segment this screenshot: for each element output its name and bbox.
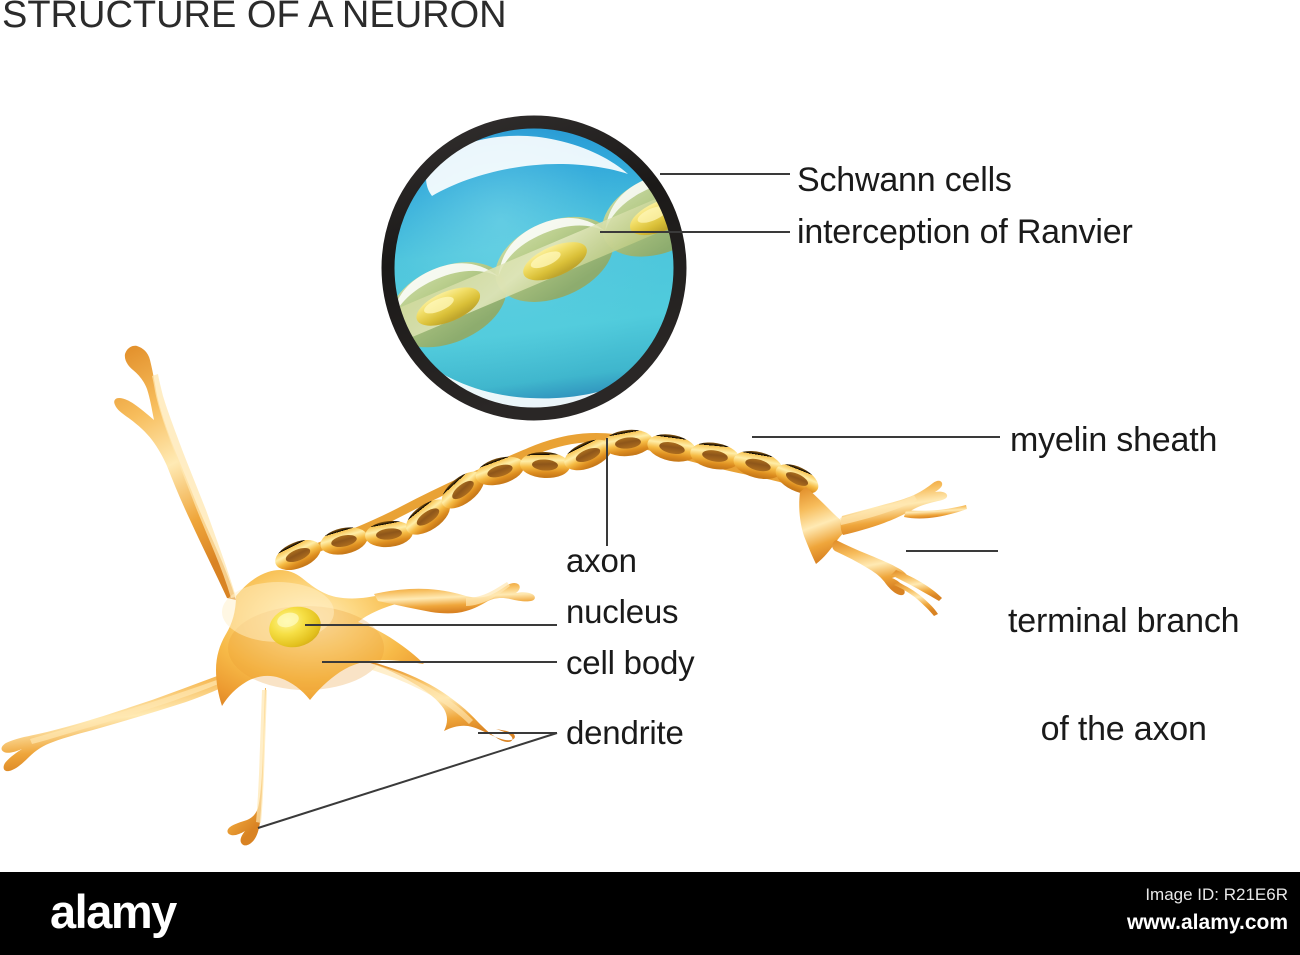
schwann-core-3-hl [637, 206, 668, 223]
schwann-core-2-hl [530, 251, 561, 269]
label-interception-of-ranvier: interception of Ranvier [797, 213, 1133, 251]
label-terminal-branch-line2: of the axon [1040, 710, 1207, 749]
magnifier-highlight-top [426, 135, 628, 196]
dendrite-group-right [367, 582, 535, 742]
label-nucleus: nucleus [566, 593, 679, 630]
terminal-branch-lower-tip [891, 570, 942, 601]
terminal-branch-lower-tip2 [894, 582, 938, 616]
dendrite-upper-right-tip [466, 582, 510, 606]
magnifier-inset [381, 115, 687, 421]
leader-dendrite-lower [257, 732, 558, 829]
dendrite-bottom-left-highlight [256, 690, 267, 823]
magnifier-ring [381, 115, 687, 421]
label-dendrite: dendrite [566, 714, 684, 751]
watermark-footer-bar [0, 872, 1300, 955]
schwann-sheath-highlight-1 [394, 263, 499, 322]
label-axon: axon [566, 542, 637, 579]
label-schwann-cells: Schwann cells [797, 161, 1012, 199]
page-title: STRUCTURE OF A NEURON [2, 0, 507, 36]
terminal-branch-upper-tip2 [904, 505, 967, 519]
dendrite-lower-right-highlight [372, 664, 473, 724]
schwann-sheath-highlight-2 [498, 217, 606, 277]
schwann-cell-chain [394, 171, 674, 348]
dendrite-mid-left-highlight [30, 676, 230, 744]
terminal-branch-highlight [840, 495, 917, 525]
label-myelin-sheath: myelin sheath [1010, 421, 1218, 459]
dendrite-upper-left [114, 345, 236, 600]
image-id-text: Image ID: R21E6R [1145, 885, 1288, 904]
dendrite-bottom-left [227, 688, 266, 846]
label-cell-body: cell body [566, 644, 695, 681]
nucleus-highlight [277, 612, 299, 628]
terminal-branch-group [799, 480, 967, 616]
dendrite-lower-right [367, 662, 515, 742]
dendrite-upper-left-highlight [152, 374, 236, 598]
terminal-trunk [799, 487, 852, 564]
dendrite-group-left [1, 345, 267, 846]
schwann-core-1-hl [424, 296, 454, 314]
schwann-sheath-highlight-3 [605, 172, 674, 232]
terminal-branch-lower [832, 540, 908, 596]
cell-body-soma [216, 570, 430, 706]
alamy-logo: alamy [50, 885, 177, 938]
leader-lines [257, 173, 1000, 829]
label-terminal-branch-of-the-axon: terminal branch of the axon [1008, 531, 1240, 819]
alamy-url-text: www.alamy.com [1126, 911, 1288, 934]
myelin-bead-row [275, 429, 819, 571]
axon-myelin-chain [275, 429, 819, 571]
label-terminal-branch-line1: terminal branch [1008, 602, 1240, 641]
dendrite-upper-right [374, 582, 535, 614]
